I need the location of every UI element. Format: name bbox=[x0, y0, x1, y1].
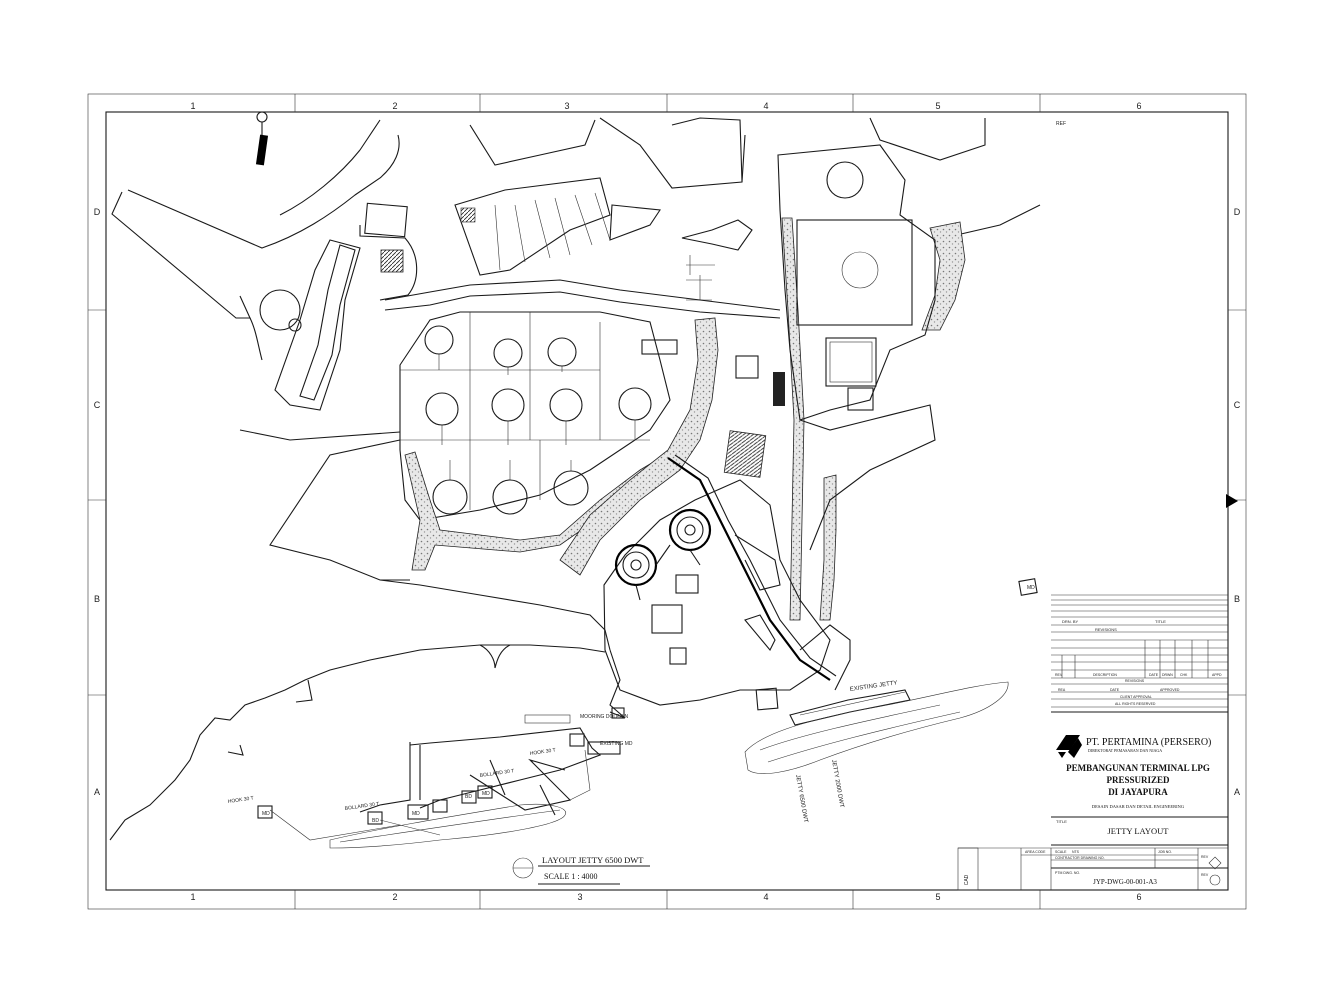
grid-col-2-top: 2 bbox=[392, 101, 397, 111]
tb-col-chk: CHK bbox=[1180, 673, 1188, 677]
north-arrow bbox=[255, 111, 269, 166]
tb-project-sub: DESAIN DASAR DAN DETAIL ENGINEERING bbox=[1092, 804, 1185, 809]
tb-rev-1: REV bbox=[1201, 855, 1209, 859]
grid-col-6-top: 6 bbox=[1136, 101, 1141, 111]
tb-project-3: DI JAYAPURA bbox=[1108, 787, 1168, 797]
layout-title-scale: SCALE 1 : 4000 bbox=[544, 872, 598, 881]
drawing-frame bbox=[87, 93, 1247, 910]
label-hook-1: HOOK 30 T bbox=[227, 795, 254, 805]
tank-7 bbox=[618, 387, 652, 421]
tb-revisions: REVISIONS bbox=[1125, 679, 1145, 683]
grid-col-2-bottom: 2 bbox=[392, 892, 397, 902]
label-bd-2: BD bbox=[465, 794, 472, 800]
label-md-2: MD bbox=[412, 811, 420, 817]
grid-col-3-bottom: 3 bbox=[577, 892, 582, 902]
label-jetty-6500: JETTY 6500 DWT bbox=[794, 774, 808, 823]
label-bollard-2: BOLLARD 30 T bbox=[479, 768, 514, 779]
grid-row-a-left: A bbox=[94, 787, 100, 797]
tank-5 bbox=[491, 388, 525, 422]
label-mooring-dolphin: MOORING DOLPHIN bbox=[580, 714, 628, 720]
label-existing-jetty: EXISTING JETTY bbox=[849, 680, 897, 693]
tb-contractor-no: CONTRACTOR DRAWING NO. bbox=[1055, 856, 1105, 860]
grid-row-d-left: D bbox=[94, 207, 101, 217]
grid-col-3-top: 3 bbox=[564, 101, 569, 111]
label-md-3: MD bbox=[482, 791, 490, 797]
tb-title-small: TITLE bbox=[1155, 619, 1166, 624]
label-existing-md: EXISTING MD bbox=[600, 741, 633, 747]
ship-6500-dwt bbox=[329, 803, 567, 849]
label-bollard-1: BOLLARD 30 T bbox=[344, 801, 379, 812]
label-md-4: MD bbox=[1027, 585, 1035, 591]
grid-col-6-bottom: 6 bbox=[1136, 892, 1141, 902]
tb-job-no: JOB NO. bbox=[1158, 850, 1172, 854]
tank-2 bbox=[493, 338, 523, 368]
grid-labels: 1 2 3 4 5 6 1 2 3 4 5 6 D C B A D C B A bbox=[94, 101, 1241, 902]
label-md-1: MD bbox=[262, 811, 270, 817]
tb-client-approved: APPROVED bbox=[1160, 688, 1180, 692]
tb-rev-desc: REVISIONS bbox=[1095, 627, 1117, 632]
tb-project-2: PRESSURIZED bbox=[1106, 775, 1170, 785]
tb-company: PT. PERTAMINA (PERSERO) bbox=[1086, 737, 1211, 748]
tb-col-appd: APPD bbox=[1212, 673, 1222, 677]
tb-company-sub: DIREKTORAT PEMASARAN DAN NIAGA bbox=[1088, 748, 1162, 753]
grid-col-1-bottom: 1 bbox=[190, 892, 195, 902]
tb-client-approval: CLIENT APPROVAL bbox=[1120, 695, 1152, 699]
pertamina-logo-icon bbox=[1056, 735, 1082, 758]
grid-col-4-top: 4 bbox=[763, 101, 768, 111]
grid-row-c-left: C bbox=[94, 400, 101, 410]
lpg-sphere-2 bbox=[668, 508, 712, 552]
tank-8 bbox=[432, 479, 468, 515]
tb-cad-mark: CAD bbox=[964, 874, 970, 885]
tb-area-code: AREA CODE bbox=[1025, 850, 1046, 854]
tb-col-description: DESCRIPTION bbox=[1093, 673, 1117, 677]
plan-labels: EXISTING JETTY JETTY 6500 DWT JETTY 2000… bbox=[227, 585, 1035, 824]
tb-drawing-no: JYP-DWG-00-001-A3 bbox=[1093, 878, 1157, 886]
tb-drawing-title: JETTY LAYOUT bbox=[1108, 826, 1170, 836]
grid-col-4-bottom: 4 bbox=[763, 892, 768, 902]
site-plan bbox=[109, 117, 1041, 849]
tb-pertamina-no: PTM DWG. NO. bbox=[1055, 871, 1080, 875]
grid-row-b-left: B bbox=[94, 594, 100, 604]
grid-col-1-top: 1 bbox=[190, 101, 195, 111]
tb-project-1: PEMBANGUNAN TERMINAL LPG bbox=[1066, 763, 1210, 773]
layout-title: LAYOUT JETTY 6500 DWT SCALE 1 : 4000 bbox=[512, 855, 650, 885]
tb-drawn-by: DRN. BY bbox=[1062, 619, 1079, 624]
grid-col-5-bottom: 5 bbox=[935, 892, 940, 902]
jetty-6500-platform bbox=[409, 727, 602, 809]
grid-row-a-right: A bbox=[1234, 787, 1240, 797]
grid-row-c-right: C bbox=[1234, 400, 1241, 410]
tb-client-rea: REA bbox=[1058, 688, 1066, 692]
tank-9 bbox=[492, 479, 528, 515]
tb-all-rights: ALL RIGHTS RESERVED bbox=[1115, 702, 1156, 706]
grid-col-5-top: 5 bbox=[935, 101, 940, 111]
tank-1 bbox=[424, 325, 454, 355]
layout-title-name: LAYOUT JETTY 6500 DWT bbox=[542, 855, 644, 865]
tb-ref: REF bbox=[1056, 121, 1066, 127]
grid-row-b-right: B bbox=[1234, 594, 1240, 604]
tank-4 bbox=[425, 392, 459, 426]
tb-scale-label: SCALE bbox=[1055, 850, 1067, 854]
title-block: REF DRN. BY TITLE REVISIONS REV DESCRIPT… bbox=[957, 121, 1228, 891]
rev-diamond-icon bbox=[1208, 856, 1222, 870]
label-hook-2: HOOK 30 T bbox=[529, 747, 556, 757]
ship-2000-dwt bbox=[744, 681, 1009, 774]
tb-client-date: DATE bbox=[1110, 688, 1120, 692]
tank-3 bbox=[547, 337, 577, 367]
lpg-sphere-1 bbox=[614, 543, 658, 587]
grid-row-d-right: D bbox=[1234, 207, 1241, 217]
label-bd-1: BD bbox=[372, 818, 379, 824]
tb-title-label: TITLE bbox=[1056, 819, 1067, 824]
tank-10 bbox=[553, 470, 589, 506]
tb-col-date: DATE bbox=[1149, 673, 1159, 677]
existing-jetty bbox=[789, 689, 911, 726]
tb-col-rev: REV bbox=[1055, 673, 1063, 677]
tank-6 bbox=[549, 388, 583, 422]
tb-col-drwn: DRWN bbox=[1162, 673, 1173, 677]
rev-circle-icon bbox=[1209, 874, 1221, 886]
tb-scale-value: NTS bbox=[1072, 850, 1080, 854]
label-jetty-2000: JETTY 2000 DWT bbox=[830, 759, 844, 808]
tb-rev-2: REV bbox=[1201, 873, 1209, 877]
